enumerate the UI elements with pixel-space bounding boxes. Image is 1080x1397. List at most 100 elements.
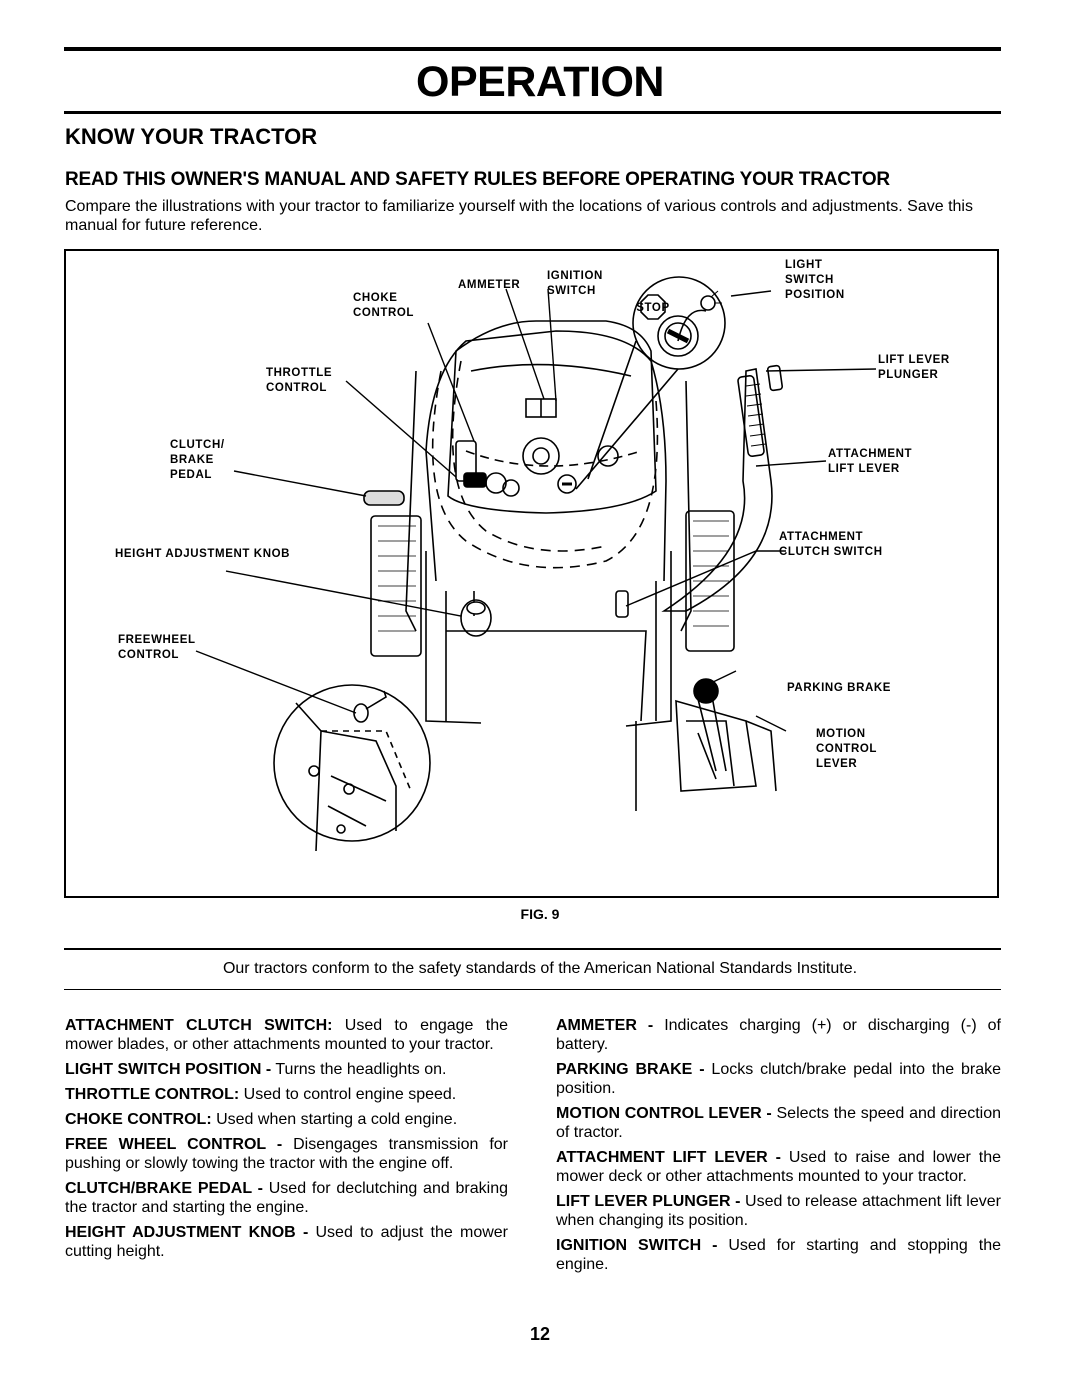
definition-item: AMMETER - Indicates charging (+) or disc… <box>556 1017 1001 1053</box>
stop-octagon <box>640 294 666 320</box>
notice-rule-top <box>64 948 1001 950</box>
definition-term: FREE WHEEL CONTROL <box>65 1136 266 1153</box>
light-icon <box>700 295 716 311</box>
definition-text: Locks clutch/brake pedal into the brake … <box>556 1061 1002 1097</box>
label-clutch-3: PEDAL <box>170 469 212 481</box>
label-motion-1: MOTION <box>816 728 866 740</box>
figure-caption: FIG. 9 <box>520 906 560 922</box>
motion-control-lever <box>695 690 727 772</box>
label-light-2: SWITCH <box>785 274 834 286</box>
definition-item: CLUTCH/BRAKE PEDAL - Used for declutchin… <box>65 1180 509 1216</box>
definition-item: LIFT LEVER PLUNGER - Used to release att… <box>556 1193 1001 1229</box>
height-adjustment-knob <box>460 599 492 637</box>
definition-term: IGNITION SWITCH <box>556 1237 702 1254</box>
label-freewheel-1: FREEWHEEL <box>118 634 196 646</box>
definition-text: Turns the headlights on. <box>271 1061 447 1078</box>
top-rule <box>64 47 1001 51</box>
label-light-1: LIGHT <box>785 259 823 271</box>
left-definitions: ATTACHMENT CLUTCH SWITCH: Used to engage… <box>65 1016 508 1267</box>
freewheel-knob <box>353 703 369 723</box>
page-number: 12 <box>529 1324 551 1344</box>
definition-item: PARKING BRAKE - Locks clutch/brake pedal… <box>556 1061 1002 1097</box>
definition-term: PARKING BRAKE <box>556 1061 693 1078</box>
label-ammeter: AMMETER <box>458 279 520 291</box>
ignition-inset <box>632 276 726 370</box>
right-definitions: AMMETER - Indicates charging (+) or disc… <box>556 1016 1001 1280</box>
definition-term: THROTTLE CONTROL <box>65 1086 234 1103</box>
definition-text: Disengages transmission for pushing or s… <box>65 1136 508 1172</box>
motion-control-knob <box>693 678 719 704</box>
definition-term: CHOKE CONTROL <box>65 1111 207 1128</box>
definition-term: ATTACHMENT CLUTCH SWITCH <box>65 1017 328 1034</box>
label-height-knob: HEIGHT ADJUSTMENT KNOB <box>115 548 290 560</box>
definition-item: ATTACHMENT CLUTCH SWITCH: Used to engage… <box>65 1017 508 1053</box>
definition-item: MOTION CONTROL LEVER - Selects the speed… <box>556 1105 1001 1141</box>
definition-text: Used to engage the mower blades, or othe… <box>65 1017 508 1053</box>
title-rule <box>64 111 1001 114</box>
label-ignition-1: IGNITION <box>547 270 603 282</box>
dash-gauge <box>522 437 560 475</box>
label-choke-2: CONTROL <box>353 307 414 319</box>
figure-labels: AMMETER IGNITION SWITCH CHOKE CONTROL LI… <box>115 259 950 770</box>
definition-text: Used for declutching and braking the tra… <box>65 1180 509 1216</box>
tractor-diagram: STOP AMMETER IGNITION SWITCH CHOKE CONTR… <box>115 259 950 852</box>
definition-term: ATTACHMENT LIFT LEVER <box>556 1149 768 1166</box>
definition-text: Used to raise and lower the mower deck o… <box>556 1149 1001 1185</box>
definition-item: FREE WHEEL CONTROL - Disengages transmis… <box>65 1136 508 1172</box>
intro-paragraph: Compare the illustrations with your trac… <box>65 198 973 234</box>
definition-item: IGNITION SWITCH - Used for starting and … <box>556 1237 1002 1273</box>
definition-term: CLUTCH/BRAKE PEDAL <box>65 1180 252 1197</box>
definition-text: Used to adjust the mower cutting height. <box>65 1224 508 1260</box>
label-attachment-lift-1: ATTACHMENT <box>828 448 912 460</box>
definition-text: Indicates charging (+) or discharging (-… <box>556 1017 1001 1053</box>
definition-text: Used to control engine speed. <box>239 1086 457 1103</box>
definition-text: Used for starting and stopping the engin… <box>556 1237 1002 1273</box>
page-title: OPERATION <box>416 58 664 106</box>
notice-rule-bottom <box>64 989 1001 990</box>
label-choke-1: CHOKE <box>353 292 398 304</box>
definition-text: Selects the speed and direction of tract… <box>556 1105 1001 1141</box>
clutch-brake-pedal <box>363 490 405 506</box>
label-plunger-1: LIFT LEVER <box>878 354 950 366</box>
label-clutch-1: CLUTCH/ <box>170 439 225 451</box>
label-plunger-2: PLUNGER <box>878 369 939 381</box>
label-throttle-2: CONTROL <box>266 382 327 394</box>
attachment-clutch-switch <box>615 590 629 618</box>
attachment-lift-lever <box>661 368 773 612</box>
left-footrest <box>370 515 422 657</box>
definition-term: LIFT LEVER PLUNGER <box>556 1193 731 1210</box>
definition-item: ATTACHMENT LIFT LEVER - Used to raise an… <box>556 1149 1001 1185</box>
definition-text: Used when starting a cold engine. <box>211 1111 458 1128</box>
definition-term: MOTION CONTROL LEVER <box>556 1105 762 1122</box>
label-light-3: POSITION <box>785 289 845 301</box>
stop-label: STOP <box>636 302 670 314</box>
figure-frame: STOP AMMETER IGNITION SWITCH CHOKE CONTR… <box>64 249 999 898</box>
label-attachment-clutch-2: CLUTCH SWITCH <box>779 546 883 558</box>
definition-item: HEIGHT ADJUSTMENT KNOB - Used to adjust … <box>65 1224 508 1260</box>
label-motion-2: CONTROL <box>816 743 877 755</box>
label-attachment-clutch-1: ATTACHMENT <box>779 531 863 543</box>
freewheel-inset <box>273 684 431 842</box>
definition-text: Used to release attachment lift lever wh… <box>556 1193 1001 1229</box>
label-parking-brake: PARKING BRAKE <box>787 682 891 694</box>
definition-item: LIGHT SWITCH POSITION - Turns the headli… <box>65 1061 447 1078</box>
label-freewheel-2: CONTROL <box>118 649 179 661</box>
definition-item: CHOKE CONTROL: Used when starting a cold… <box>65 1111 458 1128</box>
label-attachment-lift-2: LIFT LEVER <box>828 463 900 475</box>
label-throttle-1: THROTTLE <box>266 367 332 379</box>
label-clutch-2: BRAKE <box>170 454 214 466</box>
hood-outline <box>425 330 667 582</box>
definition-term: LIGHT SWITCH POSITION <box>65 1061 262 1078</box>
throttle-knob <box>463 472 487 488</box>
light-switch-knob <box>597 445 619 467</box>
definition-term: HEIGHT ADJUSTMENT KNOB <box>65 1224 296 1241</box>
label-ignition-2: SWITCH <box>547 285 596 297</box>
ansi-notice: Our tractors conform to the safety stand… <box>222 960 858 977</box>
definition-term: AMMETER <box>556 1017 637 1034</box>
steering-arc <box>431 370 659 569</box>
ignition-keyhole <box>557 474 577 494</box>
dash-panel <box>447 320 657 514</box>
definition-item: THROTTLE CONTROL: Used to control engine… <box>65 1086 457 1103</box>
label-motion-3: LEVER <box>816 758 857 770</box>
section-title: KNOW YOUR TRACTOR <box>65 124 318 149</box>
